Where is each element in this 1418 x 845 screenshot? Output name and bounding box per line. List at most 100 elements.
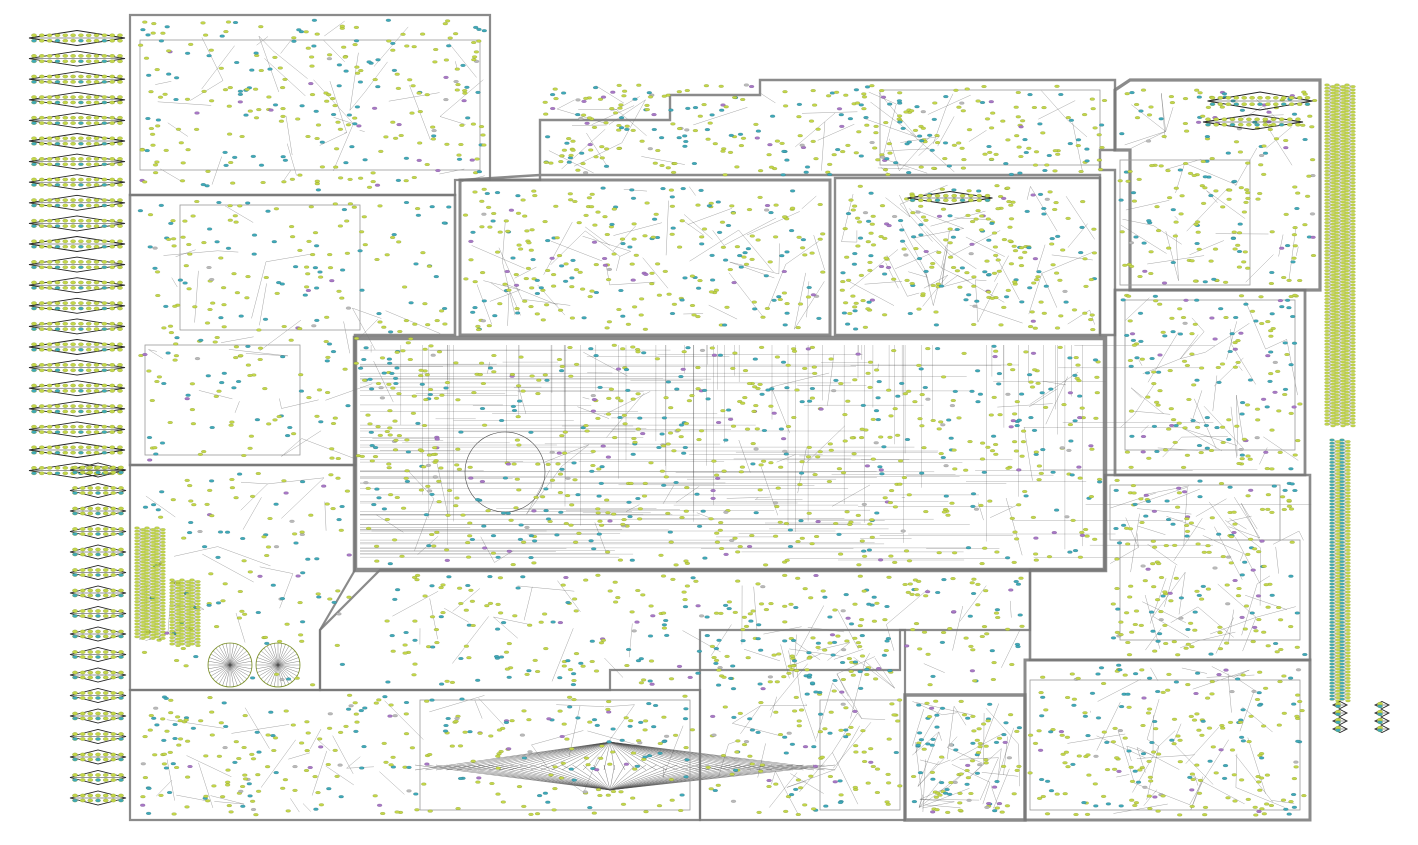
metabolite-node: [411, 412, 416, 415]
metabolite-node: [168, 751, 173, 754]
metabolite-node: [428, 388, 433, 391]
metabolite-node: [864, 124, 869, 127]
metabolite-node: [1180, 195, 1185, 198]
enzyme-node: [276, 281, 281, 284]
metabolite-node: [1029, 381, 1034, 384]
metabolite-node: [454, 362, 459, 365]
metabolite-node: [799, 709, 804, 712]
enzyme-node: [1147, 677, 1152, 680]
metabolite-node: [696, 387, 701, 390]
cofactor-node: [1233, 348, 1238, 351]
metabolite-node: [609, 107, 614, 110]
metabolite-node: [1232, 511, 1237, 514]
metabolite-node: [1266, 645, 1271, 648]
metabolite-node: [632, 238, 637, 241]
enzyme-node: [207, 604, 212, 607]
metabolite-node: [327, 598, 332, 601]
metabolite-node: [1083, 258, 1088, 261]
enzyme-node: [237, 473, 242, 476]
vertical-node-stack: [1335, 84, 1346, 427]
enzyme-node: [636, 659, 641, 662]
metabolite-node: [468, 466, 473, 469]
metabolite-node: [994, 612, 999, 615]
enzyme-node: [459, 431, 464, 434]
metabolite-node: [743, 369, 748, 372]
metabolite-node: [447, 489, 452, 492]
metabolite-node: [1172, 640, 1177, 643]
enzyme-node: [545, 136, 550, 139]
metabolite-node: [1214, 190, 1219, 193]
metabolite-node: [718, 521, 723, 524]
enzyme-node: [201, 183, 206, 186]
metabolite-node: [769, 602, 774, 605]
enzyme-node: [864, 668, 869, 671]
enzyme-node: [358, 367, 363, 370]
metabolite-node: [861, 93, 866, 96]
enzyme-node: [1044, 285, 1049, 288]
metabolite-node: [480, 226, 485, 229]
enzyme-node: [671, 227, 676, 230]
cofactor-node: [992, 786, 997, 789]
metabolite-node: [1245, 191, 1250, 194]
metabolite-node: [511, 563, 516, 566]
metabolite-node: [827, 163, 832, 166]
enzyme-node: [630, 559, 635, 562]
metabolite-node: [965, 88, 970, 91]
metabolite-node: [226, 21, 231, 24]
metabolite-node: [587, 721, 592, 724]
metabolite-node: [1111, 741, 1116, 744]
metabolite-node: [181, 647, 186, 650]
metabolite-node: [655, 149, 660, 152]
metabolite-node: [1012, 281, 1017, 284]
enzyme-node: [151, 503, 156, 506]
metabolite-node: [1205, 697, 1210, 700]
enzyme-node: [578, 662, 583, 665]
metabolite-node: [897, 92, 902, 95]
compound-node: [1183, 322, 1188, 325]
cofactor-node: [1003, 741, 1008, 744]
enzyme-node: [1166, 518, 1171, 521]
enzyme-node: [567, 161, 572, 164]
enzyme-node: [1268, 380, 1273, 383]
cofactor-node: [417, 159, 422, 162]
metabolite-node: [938, 421, 943, 424]
metabolite-node: [964, 637, 969, 640]
metabolite-node: [384, 761, 389, 764]
metabolite-node: [343, 56, 348, 59]
metabolite-node: [1131, 484, 1136, 487]
enzyme-node: [470, 311, 475, 314]
enzyme-node: [232, 387, 237, 390]
enzyme-node: [600, 465, 605, 468]
metabolite-node: [833, 522, 838, 525]
enzyme-node: [595, 724, 600, 727]
metabolite-node: [313, 231, 318, 234]
metabolite-node: [742, 396, 747, 399]
compound-node: [1060, 447, 1065, 450]
enzyme-node: [624, 128, 629, 131]
metabolite-node: [1282, 712, 1287, 715]
metabolite-node: [290, 178, 295, 181]
metabolite-node: [620, 523, 625, 526]
enzyme-node: [726, 409, 731, 412]
cofactor-node: [284, 492, 289, 495]
enzyme-node: [1269, 271, 1274, 274]
enzyme-node: [733, 769, 738, 772]
enzyme-node: [1069, 119, 1074, 122]
metabolite-node: [774, 204, 779, 207]
metabolite-node: [922, 748, 927, 751]
enzyme-node: [283, 159, 288, 162]
metabolite-node: [309, 206, 314, 209]
metabolite-node: [397, 434, 402, 437]
enzyme-node: [264, 642, 269, 645]
metabolite-node: [1149, 106, 1154, 109]
enzyme-node: [446, 717, 451, 720]
compound-node: [1255, 436, 1260, 439]
metabolite-node: [797, 725, 802, 728]
metabolite-node: [266, 423, 271, 426]
metabolite-node: [936, 251, 941, 254]
metabolite-node: [1076, 677, 1081, 680]
compound-node: [520, 734, 525, 737]
enzyme-node: [1232, 180, 1237, 183]
compound-node: [482, 213, 487, 216]
metabolite-node: [1014, 450, 1019, 453]
